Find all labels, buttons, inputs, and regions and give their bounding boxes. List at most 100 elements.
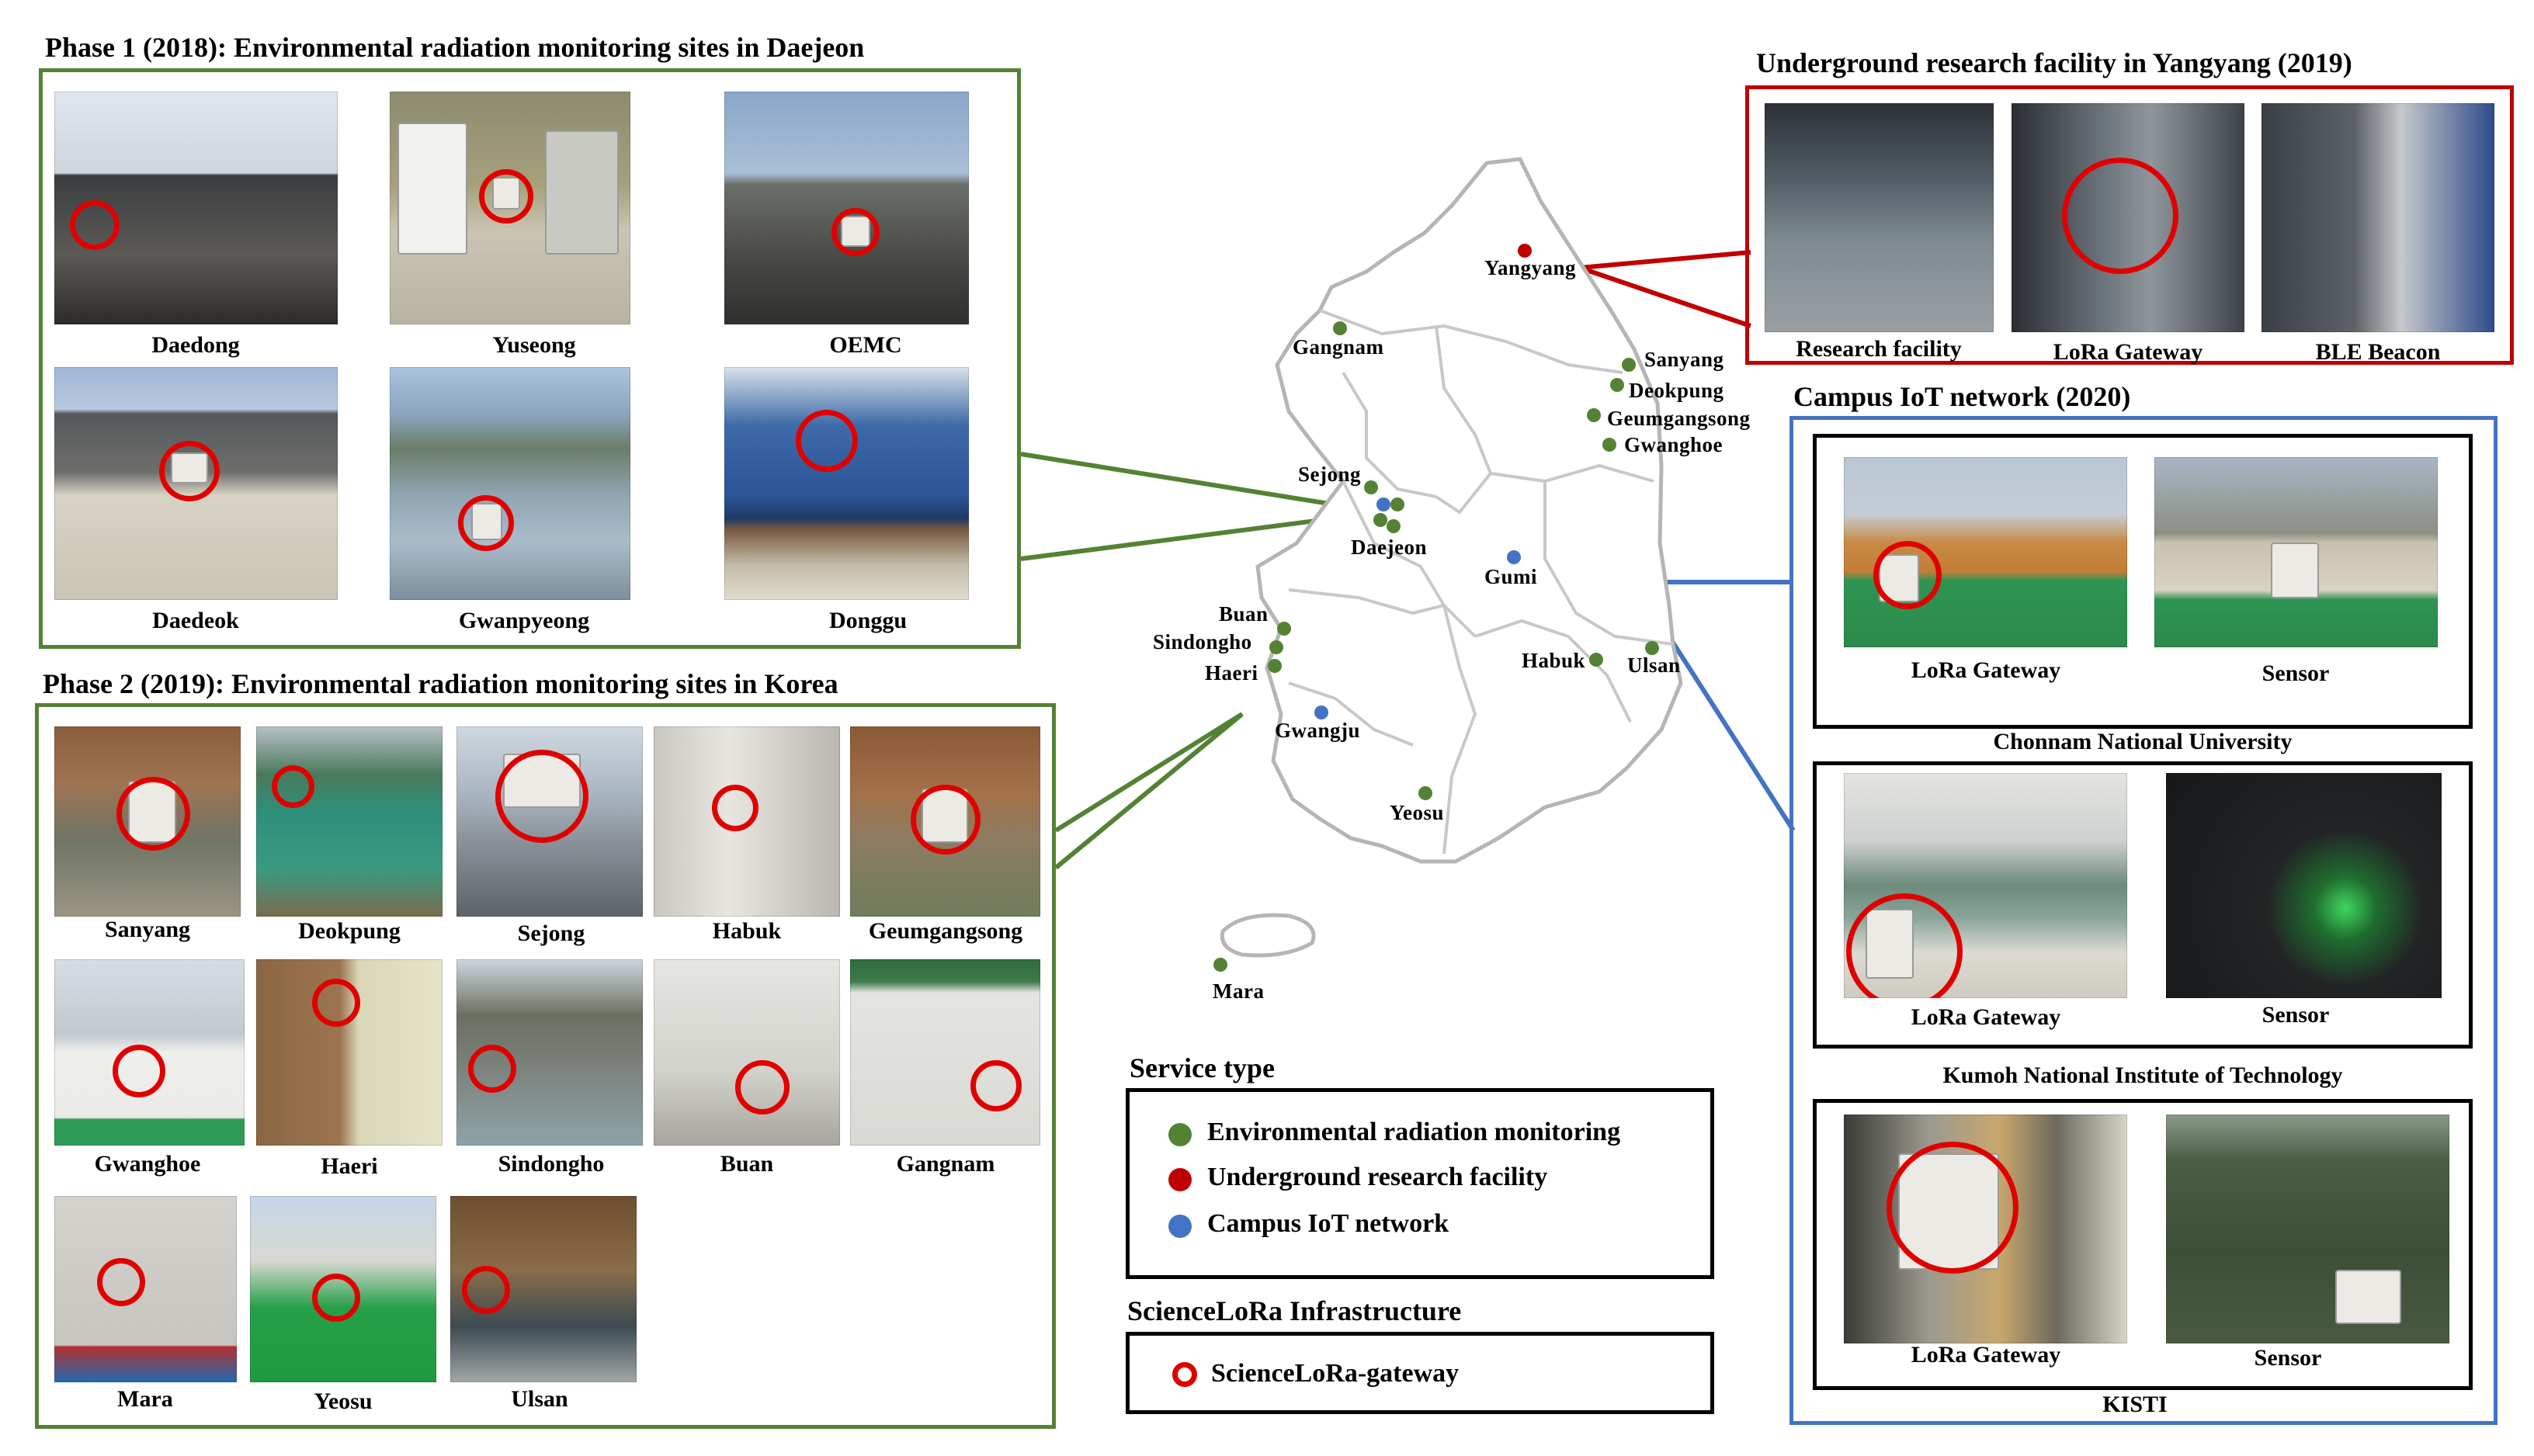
- caption-chonnam-gateway: LoRa Gateway: [1911, 657, 2061, 683]
- caption-daedong: Daedong: [151, 332, 240, 358]
- gateway-ring: [272, 765, 314, 808]
- photo-lora-gateway: [2012, 103, 2244, 332]
- caption-gwanpyeong: Gwanpyeong: [458, 608, 590, 633]
- gateway-ring: [2062, 158, 2178, 274]
- photo-yuseong: [390, 92, 630, 324]
- map-label-habuk: Habuk: [1522, 649, 1586, 672]
- jeju-island: [1220, 913, 1316, 958]
- legend-infra-title: ScienceLoRa Infrastructure: [1127, 1295, 1462, 1326]
- marker-geumgangsong: [1587, 408, 1601, 422]
- caption-oemc: OEMC: [829, 332, 902, 358]
- marker-haeri: [1268, 659, 1282, 673]
- marker-sejong: [1364, 480, 1378, 494]
- gateway-ring: [1846, 893, 1963, 998]
- photo-gangnam: [850, 959, 1040, 1146]
- map-label-gwangju: Gwangju: [1275, 719, 1361, 742]
- caption-ble-beacon: BLE Beacon: [2315, 339, 2441, 365]
- marker-daejeon-1: [1390, 497, 1404, 511]
- caption-habuk: Habuk: [712, 918, 782, 944]
- caption-haeri: Haeri: [321, 1153, 378, 1179]
- photo-deokpung: [256, 726, 443, 917]
- map-label-sindongho: Sindongho: [1153, 630, 1252, 653]
- caption-ulsan: Ulsan: [511, 1386, 568, 1412]
- map-label-yeosu: Yeosu: [1390, 801, 1445, 824]
- campus-site-name-kumoh: Kumoh National Institute of Technology: [1942, 1063, 2343, 1088]
- photo-kisti-sensor: [2166, 1115, 2449, 1343]
- campus-site-name-kisti: KISTI: [2102, 1392, 2168, 1417]
- gateway-ring: [458, 495, 514, 551]
- photo-kisti-gateway: [1844, 1115, 2127, 1343]
- photo-mara: [54, 1196, 237, 1382]
- marker-yeosu: [1418, 786, 1432, 800]
- photo-gwanpyeong: [390, 367, 630, 600]
- map-label-yangyang: Yangyang: [1484, 256, 1577, 279]
- caption-kisti-gateway: LoRa Gateway: [1911, 1342, 2061, 1368]
- map-label-gangnam: Gangnam: [1293, 335, 1384, 359]
- caption-sanyang: Sanyang: [104, 917, 191, 942]
- legend-dot-environmental: [1168, 1123, 1192, 1146]
- photo-daedong: [54, 92, 338, 324]
- korea-map: [1255, 157, 1683, 864]
- phase1-title: Phase 1 (2018): Environmental radiation …: [45, 32, 865, 63]
- marker-buan: [1277, 622, 1291, 636]
- marker-yangyang: [1518, 244, 1532, 258]
- gateway-ring: [468, 1045, 516, 1093]
- caption-yeosu: Yeosu: [314, 1388, 373, 1414]
- marker-deokpung: [1610, 378, 1624, 392]
- photo-ble-beacon: [2262, 103, 2494, 332]
- phase2-title: Phase 2 (2019): Environmental radiation …: [43, 668, 838, 699]
- map-label-deokpung: Deokpung: [1629, 379, 1724, 402]
- marker-gangnam: [1333, 321, 1347, 335]
- campus-site-kumoh: LoRa Gateway Sensor: [1813, 761, 2473, 1049]
- photo-daedeok: [54, 367, 338, 600]
- campus-site-kisti: LoRa Gateway Sensor: [1813, 1099, 2473, 1390]
- map-label-gumi: Gumi: [1484, 565, 1538, 588]
- gateway-ring: [911, 785, 981, 855]
- photo-donggu: [724, 367, 969, 600]
- legend-item-underground: Underground research facility: [1207, 1163, 1548, 1191]
- marker-gumi: [1507, 550, 1521, 564]
- caption-deokpung: Deokpung: [298, 918, 401, 944]
- photo-gwanghoe: [54, 959, 245, 1146]
- photo-chonnam-sensor: [2154, 457, 2438, 647]
- photo-kumoh-sensor: [2166, 773, 2442, 998]
- gateway-ring: [495, 750, 588, 843]
- campus-site-chonnam: LoRa Gateway Sensor: [1813, 434, 2473, 729]
- caption-yuseong: Yuseong: [492, 332, 576, 358]
- caption-kumoh-sensor: Sensor: [2262, 1002, 2330, 1028]
- photo-ulsan: [450, 1196, 637, 1382]
- campus-title: Campus IoT network (2020): [1793, 381, 2131, 412]
- marker-sanyang: [1622, 358, 1636, 372]
- gateway-ring: [479, 169, 533, 224]
- caption-daedeok: Daedeok: [152, 608, 239, 633]
- photo-sejong: [456, 726, 643, 917]
- sensor-device: [2271, 543, 2319, 598]
- map-label-sanyang: Sanyang: [1644, 348, 1724, 371]
- gateway-ring: [116, 777, 190, 851]
- photo-yeosu: [250, 1196, 436, 1382]
- caption-sejong: Sejong: [517, 920, 585, 946]
- legend-dot-campus: [1168, 1215, 1192, 1238]
- caption-kisti-sensor: Sensor: [2254, 1345, 2322, 1371]
- legend-service-box: Environmental radiation monitoring Under…: [1126, 1088, 1714, 1279]
- underground-title: Underground research facility in Yangyan…: [1756, 47, 2352, 78]
- marker-habuk: [1589, 653, 1603, 667]
- sensor-device: [2335, 1270, 2401, 1324]
- caption-donggu: Donggu: [828, 608, 908, 633]
- gateway-ring: [113, 1045, 165, 1097]
- marker-daejeon-3: [1387, 519, 1401, 533]
- map-label-buan: Buan: [1219, 602, 1269, 626]
- photo-research-facility: [1765, 103, 1994, 332]
- marker-sindongho: [1269, 640, 1283, 654]
- campus-site-name-chonnam: Chonnam National University: [1993, 729, 2293, 754]
- photo-habuk: [654, 726, 840, 917]
- caption-chonnam-sensor: Sensor: [2262, 660, 2330, 686]
- caption-lora-gateway: LoRa Gateway: [2053, 339, 2203, 365]
- map-label-ulsan: Ulsan: [1627, 653, 1681, 677]
- photo-haeri: [256, 959, 443, 1146]
- legend-item-environmental: Environmental radiation monitoring: [1207, 1118, 1621, 1146]
- caption-research-facility: Research facility: [1796, 336, 1962, 362]
- gateway-ring: [1873, 541, 1942, 609]
- photo-kumoh-gateway: [1844, 773, 2127, 998]
